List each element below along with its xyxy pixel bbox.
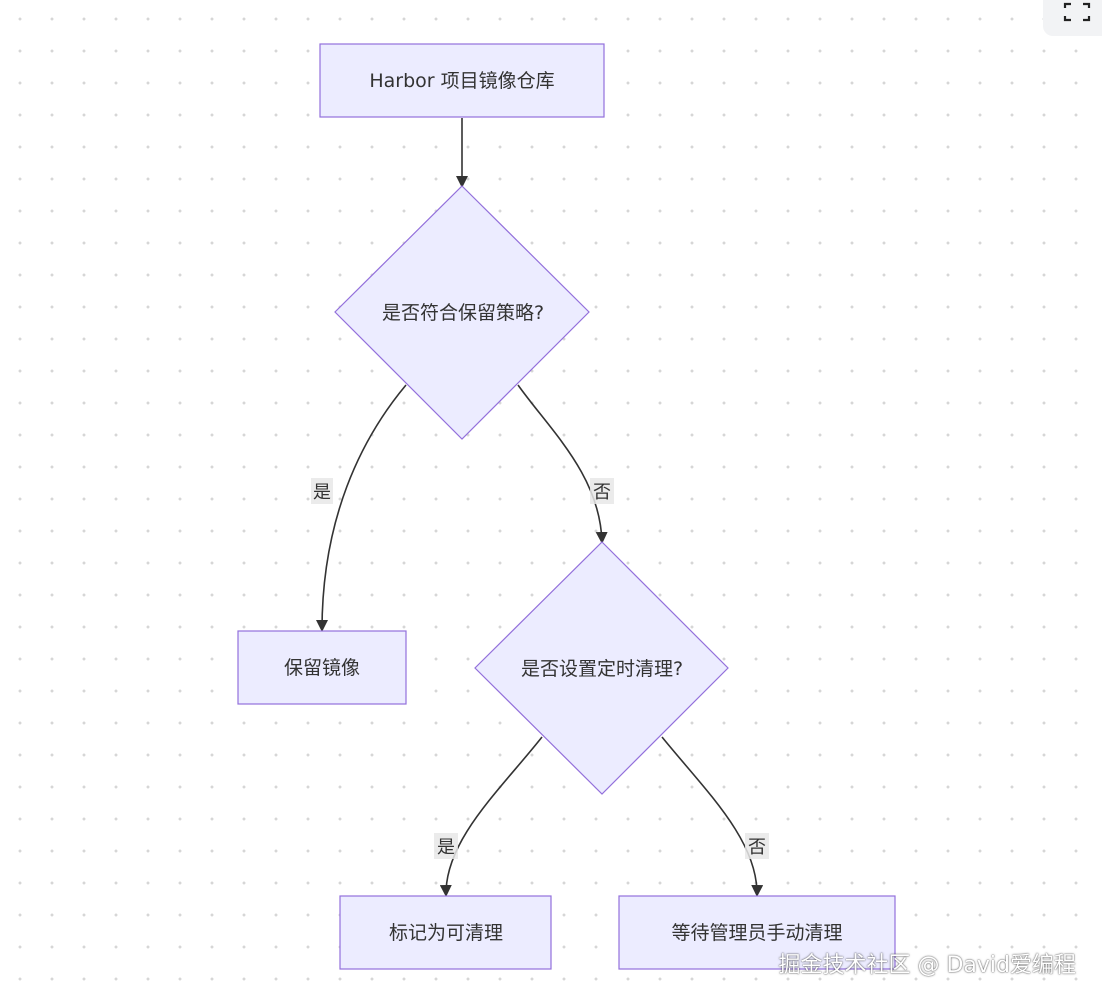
- edge-policy-yes: [316, 384, 407, 632]
- watermark: 掘金技术社区 @ David爱编程: [778, 953, 1076, 978]
- svg-text:否: 否: [748, 837, 766, 858]
- svg-text:是: 是: [313, 482, 331, 503]
- svg-text:保留镜像: 保留镜像: [284, 657, 360, 679]
- edge-label-policy-yes: 是: [311, 478, 333, 504]
- edge-label-schedule-no: 否: [745, 833, 769, 859]
- node-mark-cleanable: 标记为可清理: [339, 895, 552, 970]
- svg-text:是否设置定时清理?: 是否设置定时清理?: [521, 658, 683, 680]
- node-wait-manual: 等待管理员手动清理: [618, 895, 896, 970]
- edge-label-policy-no: 否: [590, 478, 614, 504]
- fullscreen-icon: [1063, 2, 1091, 22]
- edge-schedule-yes: [439, 736, 543, 897]
- node-root: Harbor 项目镜像仓库: [319, 43, 605, 118]
- edge-label-schedule-yes: 是: [434, 833, 458, 859]
- edge-schedule-no: [661, 736, 764, 897]
- svg-text:标记为可清理: 标记为可清理: [389, 922, 503, 944]
- svg-text:否: 否: [593, 482, 611, 503]
- edge-policy-no: [517, 384, 608, 544]
- node-keep-image: 保留镜像: [237, 630, 407, 705]
- node-decision-policy: 是否符合保留策略?: [334, 185, 590, 440]
- fullscreen-button[interactable]: [1043, 0, 1102, 36]
- svg-text:是否符合保留策略?: 是否符合保留策略?: [382, 302, 544, 324]
- svg-text:Harbor 项目镜像仓库: Harbor 项目镜像仓库: [369, 70, 554, 92]
- node-decision-schedule: 是否设置定时清理?: [474, 541, 729, 795]
- svg-text:等待管理员手动清理: 等待管理员手动清理: [671, 922, 842, 944]
- svg-text:是: 是: [437, 837, 455, 858]
